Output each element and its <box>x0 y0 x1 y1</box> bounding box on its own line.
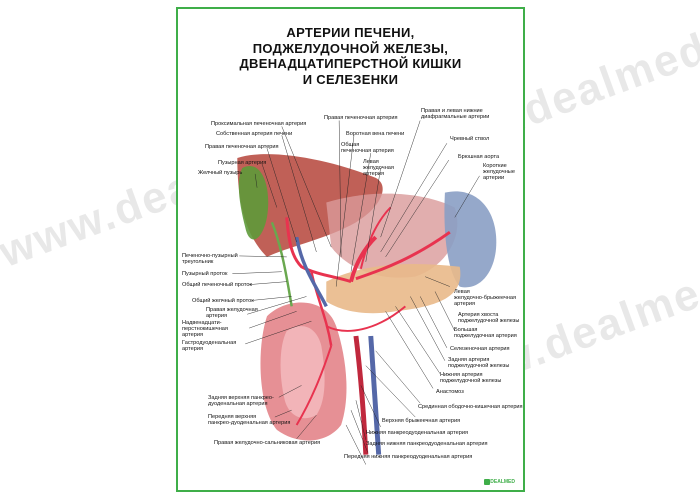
label-common-bile-duct: Общий желчный проток <box>192 298 254 304</box>
title-line: ДВЕНАДЦАТИПЕРСТНОЙ КИШКИ <box>239 56 462 71</box>
label-middle-colic-artery: Срединная ободочно-кишечная артерия <box>418 404 523 410</box>
label-left-gastric-artery-3: артерия <box>363 171 384 177</box>
label-gastroduodenal-artery: Гастродуоденальная <box>182 340 237 346</box>
leader-lines-right <box>335 120 480 465</box>
label-inferior-pancreatic-artery-2: поджелудочной железы <box>440 378 502 384</box>
label-abdominal-aorta: Брюшная аорта <box>458 154 500 160</box>
pancreas-shape <box>326 264 461 314</box>
leader-lines-left <box>232 126 332 439</box>
label-inferior-phrenic-arteries: Правая и левая нижние <box>421 108 483 114</box>
label-short-gastric-arteries-3: артерии <box>483 175 505 181</box>
label-cystic-artery: Пузырная артерия <box>218 160 267 166</box>
label-anterior-superior-pd-artery-2: панкрео-дуоденальная артерия <box>208 420 291 426</box>
label-left-gastric-artery-2: желудочная <box>363 165 394 171</box>
label-superior-mesenteric-artery: Верхняя брыжеечная артерия <box>382 418 461 424</box>
label-posterior-inferior-pd-artery: Задняя нижняя панкреодуоденальная артери… <box>366 441 488 447</box>
label-great-pancreatic-artery: Большая <box>454 327 478 333</box>
gallbladder-shape <box>238 166 269 240</box>
label-right-gastroepiploic-artery: Правая желудочно-сальниковая артерия <box>214 440 321 446</box>
label-inferior-pancreatic-artery: Нижняя артерия <box>440 372 483 378</box>
logo-mark-icon <box>484 479 490 485</box>
portal-vein <box>294 236 328 308</box>
bile-duct <box>270 221 293 307</box>
label-short-gastric-arteries: Короткие <box>483 163 507 169</box>
anatomy-illustration <box>232 120 497 465</box>
label-right-gastric-artery-2: артерия <box>206 313 227 319</box>
title-line: И СЕЛЕЗЕНКИ <box>302 71 399 87</box>
label-anastomosis: Анастомоз <box>436 389 464 395</box>
label-common-hepatic-artery: Общая <box>341 142 360 148</box>
label-right-hepatic-artery: Правая печеночная артерия <box>205 144 279 150</box>
label-hepatocystic-triangle: Печеночно-пузырный <box>182 253 238 259</box>
label-short-gastric-arteries-2: желудочные <box>483 169 515 175</box>
label-anterior-inferior-pd-artery: Передняя нижняя панкреодуоденальная арте… <box>344 454 473 460</box>
celiac-trunk <box>349 235 378 283</box>
label-splenic-artery: Селезеночная артерия <box>450 346 510 352</box>
label-portal-vein: Воротная вена печени <box>346 131 405 137</box>
gastroepiploic-artery <box>325 305 406 332</box>
label-common-hepatic-artery-2: печеночная артерия <box>341 148 394 154</box>
liver-shape <box>237 154 383 257</box>
brand-logo: DEALMED <box>490 479 515 485</box>
label-left-gastric-artery: Левая <box>363 159 379 165</box>
label-inferior-pd-artery: Нижняя панкреодуоденальная артерия <box>366 430 468 436</box>
label-left-gastroepiploic-artery: Левая <box>454 289 470 295</box>
label-inferior-phrenic-arteries-2: диафрагмальные артерии <box>421 114 490 120</box>
label-cystic-duct: Пузырный проток <box>182 271 228 277</box>
label-gallbladder: Желчный пузырь <box>198 170 243 176</box>
label-caudal-pancreatic-artery-2: поджелудочной железы <box>458 318 520 324</box>
label-right-hepatic-artery-top: Правая печеночная артерия <box>324 115 398 121</box>
label-proximal-hepatic-artery: Проксимальная печеночная артерия <box>211 121 307 127</box>
label-supraduodenal-artery-2: перстнокишечная <box>182 326 228 332</box>
mesenteric-vein <box>368 335 382 455</box>
label-posterior-superior-pd-artery: Задняя верхняя панкрео- <box>208 395 274 401</box>
label-great-pancreatic-artery-2: поджелудочная артерия <box>454 333 517 339</box>
splenic-artery <box>355 230 451 281</box>
pancreaticoduodenal-artery <box>295 345 333 426</box>
label-celiac-trunk: Чревный ствол <box>450 136 490 142</box>
label-supraduodenal-artery-3: артерия <box>182 332 203 338</box>
label-posterior-superior-pd-artery-2: дуоденальная артерия <box>208 401 268 407</box>
label-supraduodenal-artery: Надвенадцати- <box>182 320 222 326</box>
label-dorsal-pancreatic-artery: Задняя артерия <box>448 357 490 363</box>
spleen-shape <box>444 191 497 288</box>
poster-title: АРТЕРИИ ПЕЧЕНИ, ПОДЖЕЛУДОЧНОЙ ЖЕЛЕЗЫ, ДВ… <box>178 25 523 87</box>
gastric-artery <box>359 206 392 269</box>
label-left-gastroepiploic-artery-2: желудочно-брыжеечная <box>454 295 517 301</box>
label-left-gastroepiploic-artery-3: артерия <box>454 301 475 307</box>
title-line: АРТЕРИИ ПЕЧЕНИ, <box>286 25 415 40</box>
label-common-hepatic-duct: Общий печеночный проток <box>182 282 252 288</box>
anatomy-poster: АРТЕРИИ ПЕЧЕНИ, ПОДЖЕЛУДОЧНОЙ ЖЕЛЕЗЫ, ДВ… <box>176 7 525 492</box>
label-right-gastric-artery: Правая желудочная <box>206 307 258 313</box>
duodenum-inner <box>280 326 325 419</box>
label-proper-hepatic-artery: Собственная артерия печени <box>216 131 293 137</box>
label-hepatocystic-triangle-2: треугольник <box>182 259 214 265</box>
label-gastroduodenal-artery-2: артерия <box>182 346 203 352</box>
label-anterior-superior-pd-artery: Передняя верхняя <box>208 414 257 420</box>
title-line: ПОДЖЕЛУДОЧНОЙ ЖЕЛЕЗЫ, <box>252 40 449 56</box>
mesenteric-vessel <box>353 335 369 455</box>
label-dorsal-pancreatic-artery-2: поджелудочной железы <box>448 363 510 369</box>
label-caudal-pancreatic-artery: Артерия хвоста <box>458 312 499 318</box>
